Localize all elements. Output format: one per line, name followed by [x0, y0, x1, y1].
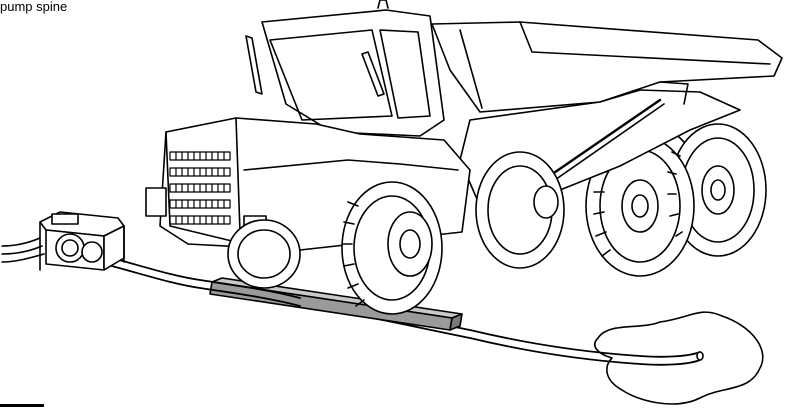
front-wheels [227, 181, 443, 315]
truck-cab [245, 0, 445, 137]
rear-wheels-back [585, 123, 767, 277]
radiator-grille [169, 151, 231, 225]
mid-wheel [475, 151, 565, 269]
water-puddle [594, 311, 764, 405]
water-pump [39, 211, 125, 271]
caption-text: pump spine [0, 0, 68, 14]
footer-rule [0, 404, 44, 407]
